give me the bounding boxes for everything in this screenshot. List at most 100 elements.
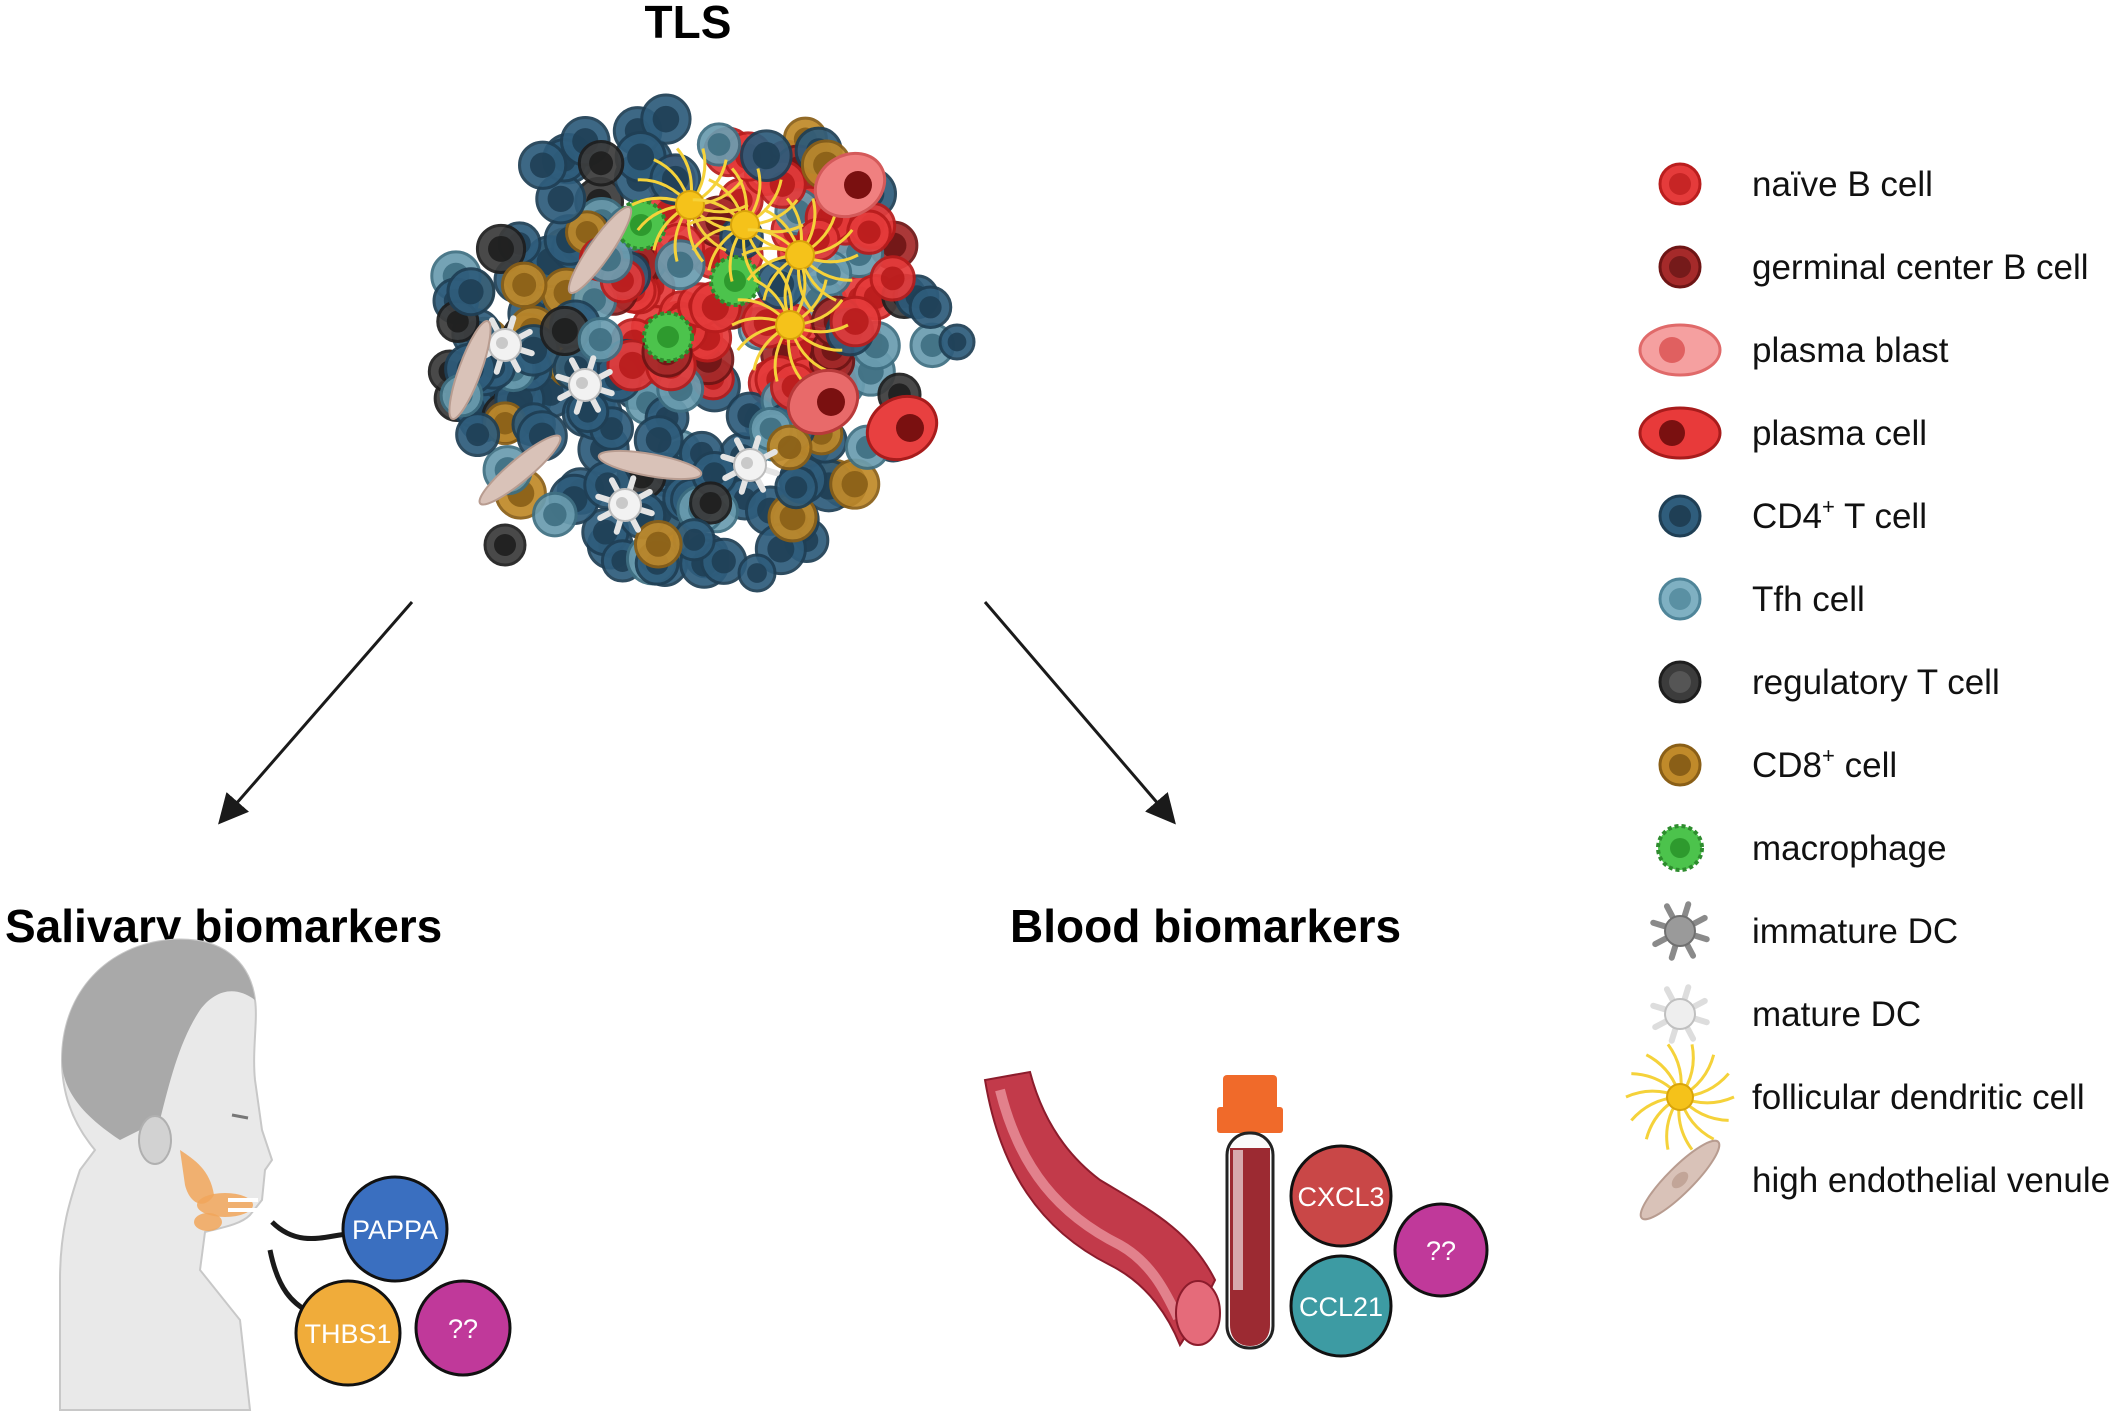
legend-label: plasma cell — [1752, 414, 1927, 453]
head-profile-illustration — [59, 938, 274, 1411]
tls-macrophage — [642, 311, 694, 363]
tls-cell — [908, 285, 953, 330]
tls-mature-dc — [720, 435, 780, 495]
tls-cell — [532, 491, 578, 538]
tls-cell — [938, 323, 976, 361]
tls-cell — [654, 239, 706, 291]
legend-item: macrophage — [1656, 824, 1947, 872]
regulatory-t-cell-icon — [1658, 660, 1702, 704]
blood-marker-unknown: ?? — [1393, 1202, 1489, 1298]
macrophage-icon — [1656, 824, 1704, 872]
arrow-to-salivary — [218, 601, 414, 825]
blood-heading: Blood biomarkers — [1010, 900, 1401, 952]
tls-cell — [633, 519, 683, 569]
tls-cell — [774, 465, 818, 510]
salivary-marker-thbs1: THBS1 — [294, 1279, 402, 1387]
cd8-cell-icon — [1658, 743, 1702, 787]
legend-label: CD8+ cell — [1752, 743, 1897, 785]
tls-cell — [518, 140, 568, 190]
legend-label: immature DC — [1752, 912, 1958, 951]
legend-label: plasma blast — [1752, 331, 1949, 370]
tls-cell — [766, 424, 813, 471]
tls-cell — [539, 305, 590, 357]
tls-cell — [455, 412, 501, 458]
tls-cell — [737, 553, 777, 593]
tls-mature-dc — [555, 355, 615, 415]
tls-cell — [869, 255, 916, 302]
salivary-unknown-label: ?? — [448, 1314, 478, 1344]
tls-cell — [483, 523, 527, 567]
blood-tube-illustration — [1217, 1075, 1283, 1350]
legend-label: mature DC — [1752, 995, 1921, 1034]
tls-follicular-dendritic-cell — [731, 267, 849, 383]
legend-item: regulatory T cell — [1658, 660, 2000, 704]
legend-item: naïve B cell — [1658, 162, 1933, 206]
legend-label: follicular dendritic cell — [1752, 1078, 2085, 1117]
high-endothelial-venule-icon — [1639, 1139, 1721, 1221]
tls-cell — [846, 209, 892, 255]
tfh-cell-icon — [1658, 577, 1702, 621]
tls-hev — [448, 319, 492, 421]
germinal-center-b-cell-icon — [1658, 245, 1702, 289]
cxcl3-label: CXCL3 — [1297, 1182, 1384, 1212]
tls-cell — [672, 518, 716, 562]
diagram-title: TLS — [645, 0, 732, 48]
legend-item: immature DC — [1650, 901, 1958, 961]
legend: naïve B cell germinal center B cell plasma… — [1625, 162, 2110, 1221]
legend-item: follicular dendritic cell — [1625, 1043, 2085, 1151]
tls-cell — [829, 458, 881, 510]
legend-item: high endothelial venule — [1639, 1139, 2110, 1221]
tls-cell — [740, 129, 793, 182]
plasma-blast-icon — [1638, 323, 1722, 377]
naive-b-cell-icon — [1658, 162, 1702, 206]
legend-item: mature DC — [1650, 984, 1921, 1044]
tls-cell — [829, 295, 882, 348]
tls-cluster — [427, 93, 976, 593]
salivary-marker-unknown: ?? — [414, 1279, 512, 1377]
tls-macrophage — [709, 255, 761, 307]
legend-item: germinal center B cell — [1658, 245, 2089, 289]
pappa-label: PAPPA — [352, 1215, 438, 1245]
legend-item: CD8+ cell — [1658, 743, 1897, 787]
plasma-cell-icon — [1638, 406, 1722, 460]
tls-cell — [614, 131, 667, 183]
tls-hev — [597, 449, 703, 481]
legend-label: Tfh cell — [1752, 580, 1865, 619]
tls-cell — [577, 316, 624, 363]
blood-marker-cxcl3: CXCL3 — [1289, 1144, 1393, 1248]
legend-label: germinal center B cell — [1752, 248, 2089, 287]
immature-dc-icon — [1650, 901, 1710, 961]
legend-item: plasma blast — [1638, 323, 1949, 377]
legend-item: plasma cell — [1638, 406, 1927, 460]
legend-label: high endothelial venule — [1752, 1161, 2110, 1200]
tls-cell — [689, 481, 733, 525]
tls-mature-dc — [475, 315, 535, 375]
legend-item: CD4+ T cell — [1658, 494, 1927, 538]
legend-label: macrophage — [1752, 829, 1947, 868]
cd4-t-cell-icon — [1658, 494, 1702, 538]
mature-dc-icon — [1650, 984, 1710, 1044]
follicular-dendritic-cell-icon — [1625, 1043, 1735, 1151]
tls-mature-dc — [595, 475, 655, 535]
tls-follicular-dendritic-cell — [741, 197, 859, 313]
tls-plasma-cell — [786, 368, 860, 436]
tls-plasma-cell — [865, 394, 939, 462]
legend-item: Tfh cell — [1658, 577, 1865, 621]
thbs1-label: THBS1 — [304, 1319, 391, 1349]
blood-unknown-label: ?? — [1426, 1236, 1456, 1266]
salivary-heading: Salivary biomarkers — [5, 900, 442, 952]
salivary-marker-pappa: PAPPA — [341, 1175, 449, 1283]
blood-marker-ccl21: CCL21 — [1289, 1254, 1393, 1358]
tls-cell — [446, 267, 496, 317]
tls-plasma-cell — [813, 151, 887, 219]
tls-cell — [475, 223, 527, 275]
connector-pappa — [270, 1220, 351, 1241]
legend-label: regulatory T cell — [1752, 663, 2000, 702]
tls-cell — [640, 93, 692, 145]
ccl21-label: CCL21 — [1299, 1292, 1383, 1322]
tls-cell — [577, 139, 625, 187]
tls-hev — [478, 434, 562, 506]
blood-vessel-illustration — [983, 1070, 1221, 1348]
legend-label: naïve B cell — [1752, 165, 1933, 204]
